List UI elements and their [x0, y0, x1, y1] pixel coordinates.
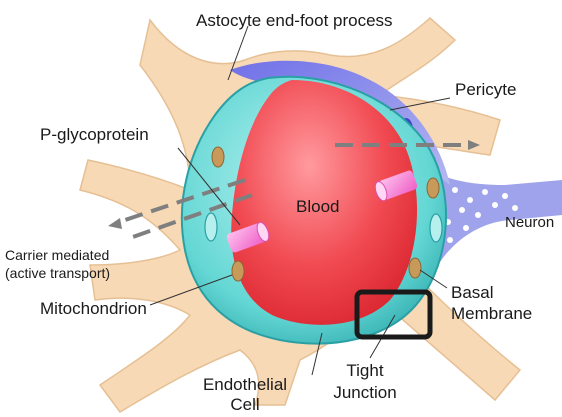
label-astrocyte: Astocyte end-foot process [196, 12, 393, 30]
label-p-glycoprotein: P-glycoprotein [40, 126, 149, 144]
label-tight-line1: Tight [320, 362, 410, 380]
label-endothelial-line1: Endothelial [190, 376, 300, 394]
label-pericyte: Pericyte [455, 81, 516, 99]
label-carrier-line2: (active transport) [5, 266, 110, 281]
label-neuron: Neuron [505, 215, 554, 231]
label-basal-line1: Basal [451, 284, 494, 302]
label-carrier-line1: Carrier mediated [5, 248, 109, 263]
label-blood: Blood [296, 198, 339, 216]
label-endothelial-line2: Cell [190, 396, 300, 414]
label-tight-line2: Junction [320, 384, 410, 402]
label-mitochondrion: Mitochondrion [40, 300, 147, 318]
label-basal-line2: Membrane [451, 305, 532, 323]
